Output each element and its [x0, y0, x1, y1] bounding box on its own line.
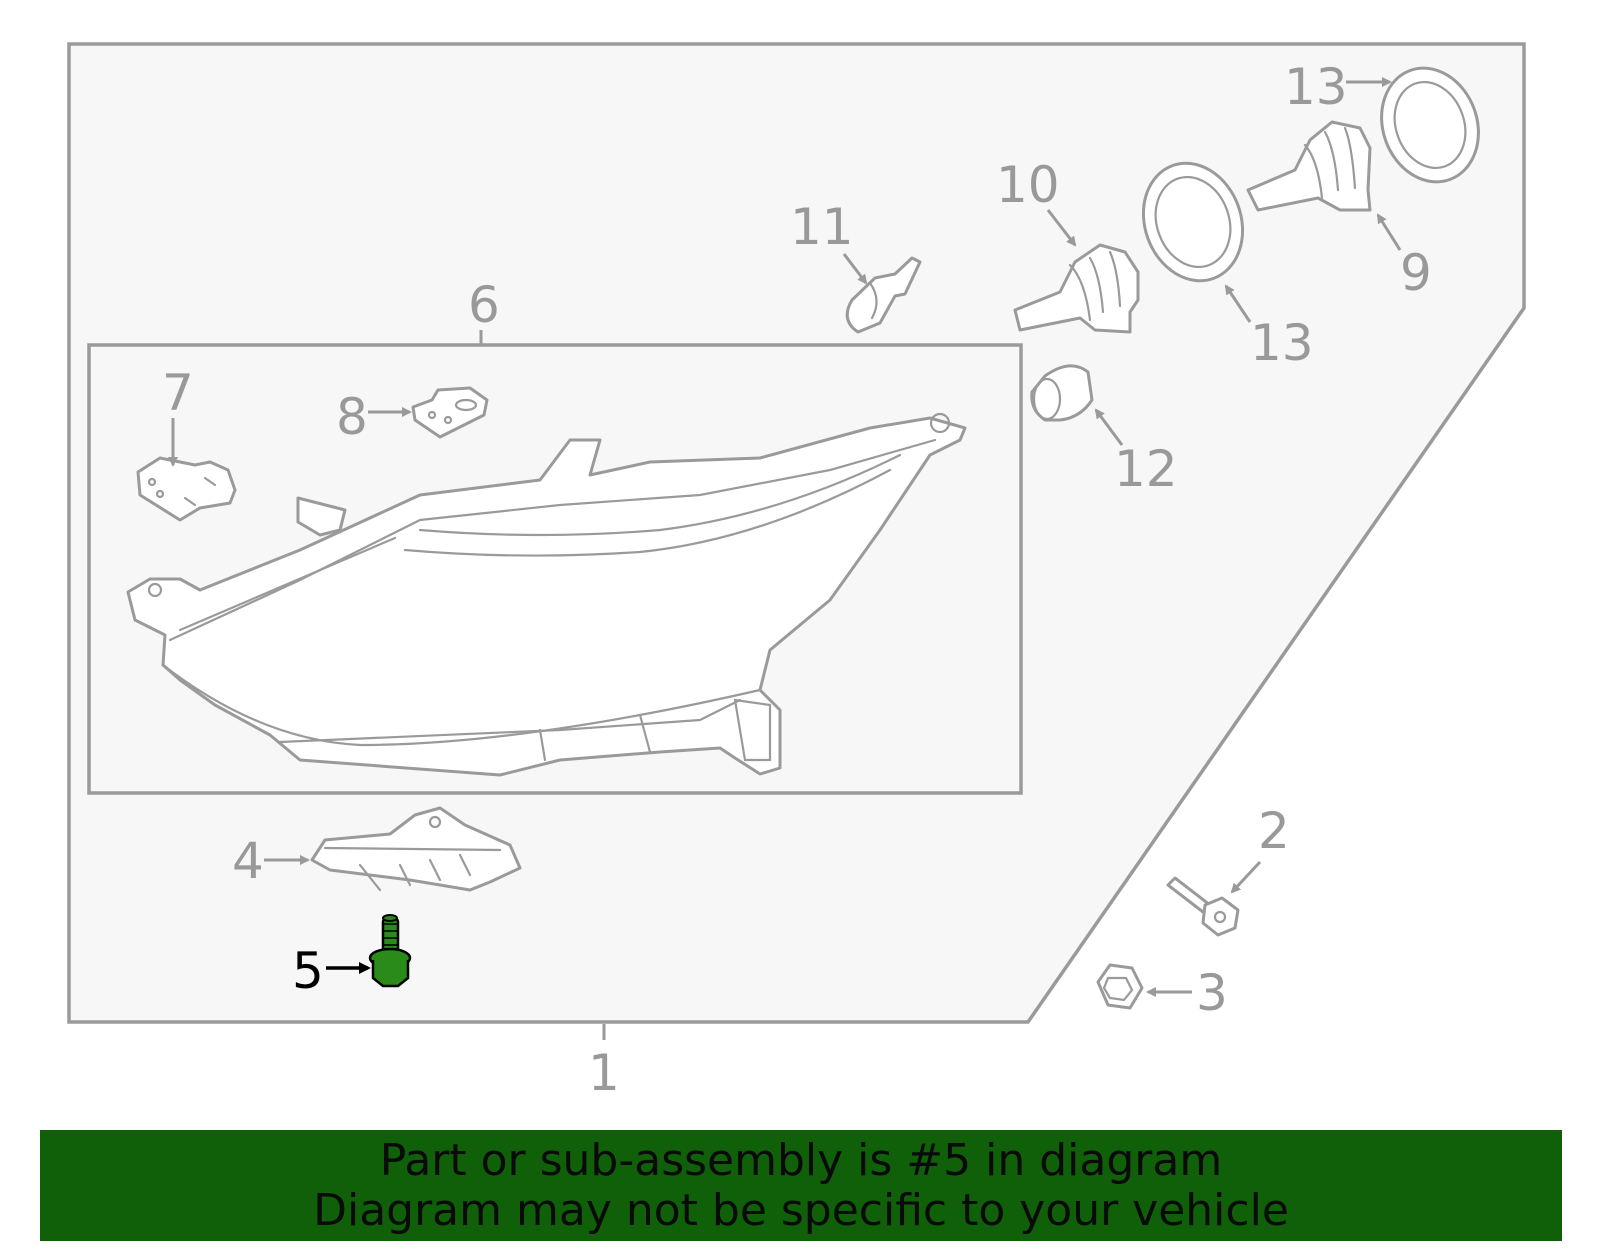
part-5-bolt[interactable]: [368, 914, 412, 988]
callout-9: 9: [1400, 244, 1432, 302]
banner-line-2: Diagram may not be specific to your vehi…: [313, 1184, 1289, 1236]
part-12-socket: [1030, 364, 1094, 422]
headlamp-housing-drawing: [126, 412, 967, 777]
callout-7: 7: [162, 364, 194, 422]
part-4-bracket: [310, 806, 522, 892]
part-11-bulb: [845, 256, 922, 334]
info-banner: Part or sub-assembly is #5 in diagram Di…: [40, 1130, 1562, 1241]
callout-8: 8: [336, 388, 368, 446]
callout-12: 12: [1114, 440, 1178, 498]
part-13-seal-upper: [1380, 66, 1480, 184]
part-3-nut: [1096, 963, 1144, 1010]
part-13-seal-lower: [1141, 161, 1245, 283]
callout-4: 4: [232, 832, 264, 890]
part-2-screw: [1166, 876, 1240, 937]
callout-11: 11: [790, 198, 854, 256]
callout-5: 5: [292, 942, 324, 1000]
callout-13-upper: 13: [1284, 58, 1348, 116]
parts-diagram: 1 2 3 4 5 6 7 8 9 10 11 12 13 13: [67, 42, 1526, 1102]
part-8-clip: [411, 386, 489, 439]
part-10-bulb: [1013, 243, 1140, 334]
part-9-bulb: [1246, 120, 1372, 212]
banner-line-1: Part or sub-assembly is #5 in diagram: [379, 1134, 1223, 1186]
callout-6: 6: [468, 276, 500, 334]
callout-1: 1: [588, 1044, 620, 1102]
callout-3: 3: [1196, 964, 1228, 1022]
callout-10: 10: [996, 156, 1060, 214]
callout-13-lower: 13: [1250, 314, 1314, 372]
callout-2: 2: [1258, 802, 1290, 860]
part-7-bracket: [136, 456, 237, 522]
